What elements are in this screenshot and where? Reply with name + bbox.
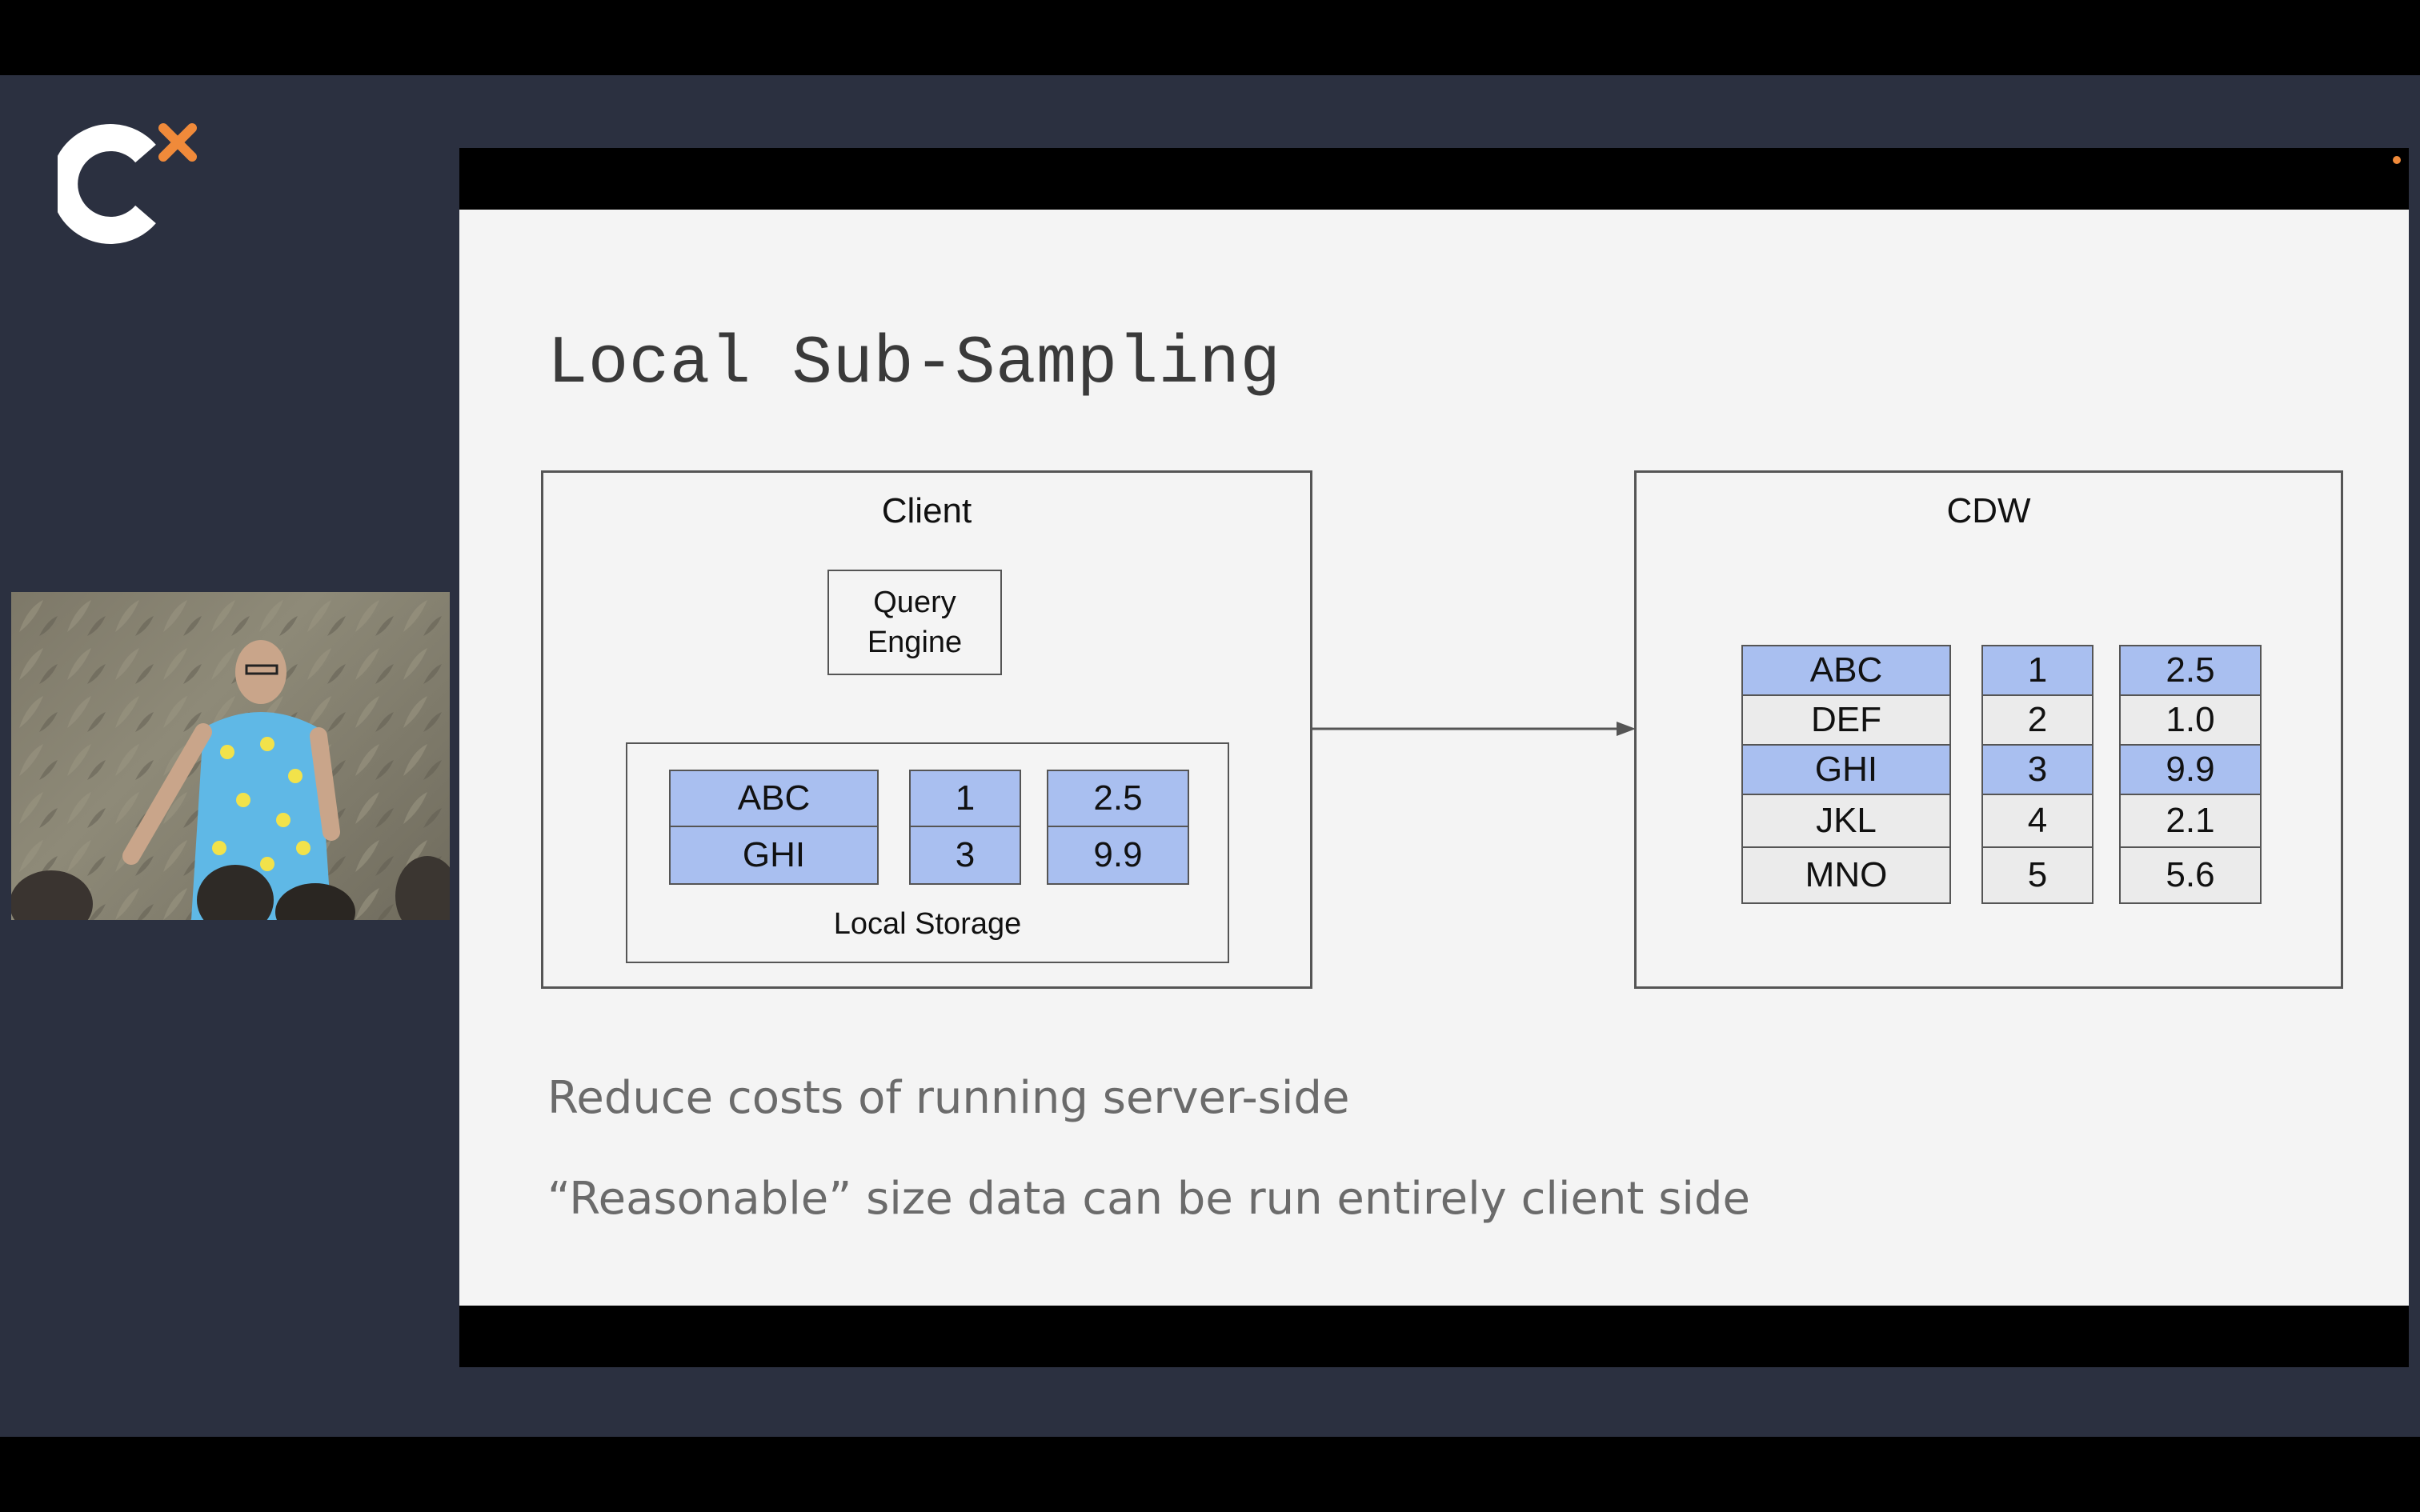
table-cell: ABC — [669, 770, 879, 827]
recording-dot-icon — [2393, 156, 2401, 164]
cdw-box — [1634, 470, 2343, 989]
table-cell: 9.9 — [2119, 744, 2262, 795]
slide-title: Local Sub-Sampling — [547, 326, 1281, 402]
arrow-right-icon — [1312, 717, 1636, 741]
table-cell: ABC — [1741, 645, 1951, 696]
bullet-text: Reduce costs of running server-side — [547, 1072, 1350, 1124]
table-cell: JKL — [1741, 794, 1951, 848]
table-cell: 2.5 — [2119, 645, 2262, 696]
table-cell: 2.1 — [2119, 794, 2262, 848]
letterbox-bottom — [0, 1437, 2420, 1512]
table-cell: 4 — [1981, 794, 2093, 848]
bullet-text: “Reasonable” size data can be run entire… — [547, 1173, 1750, 1225]
client-label: Client — [881, 491, 972, 530]
client-box — [541, 470, 1312, 989]
table-cell: 1 — [909, 770, 1021, 827]
table-cell: MNO — [1741, 846, 1951, 904]
conference-logo-icon — [50, 120, 202, 248]
speaker-camera-feed — [11, 592, 450, 920]
table-cell: GHI — [1741, 744, 1951, 795]
table-cell: 5.6 — [2119, 846, 2262, 904]
table-cell: GHI — [669, 826, 879, 885]
table-cell: 2 — [1981, 694, 2093, 746]
local-storage-label: Local Storage — [833, 907, 1022, 941]
table-cell: 1 — [1981, 645, 2093, 696]
table-cell: 2.5 — [1047, 770, 1189, 827]
table-cell: 1.0 — [2119, 694, 2262, 746]
cdw-label: CDW — [1946, 491, 2031, 530]
local-table-col1: ABC GHI — [669, 770, 879, 885]
local-table-col2: 1 3 — [909, 770, 1021, 885]
local-table-col3: 2.5 9.9 — [1047, 770, 1189, 885]
cdw-table-col2: 1 2 3 4 5 — [1981, 645, 2093, 904]
table-cell: DEF — [1741, 694, 1951, 746]
table-cell: 3 — [1981, 744, 2093, 795]
local-storage-box — [626, 742, 1229, 963]
table-cell: 9.9 — [1047, 826, 1189, 885]
query-engine-label: Query Engine — [867, 586, 963, 659]
table-cell: 3 — [909, 826, 1021, 885]
cdw-table-col1: ABC DEF GHI JKL MNO — [1741, 645, 1951, 904]
query-engine-box — [827, 570, 1002, 675]
cdw-table-col3: 2.5 1.0 9.9 2.1 5.6 — [2119, 645, 2262, 904]
letterbox-top — [0, 0, 2420, 75]
table-cell: 5 — [1981, 846, 2093, 904]
